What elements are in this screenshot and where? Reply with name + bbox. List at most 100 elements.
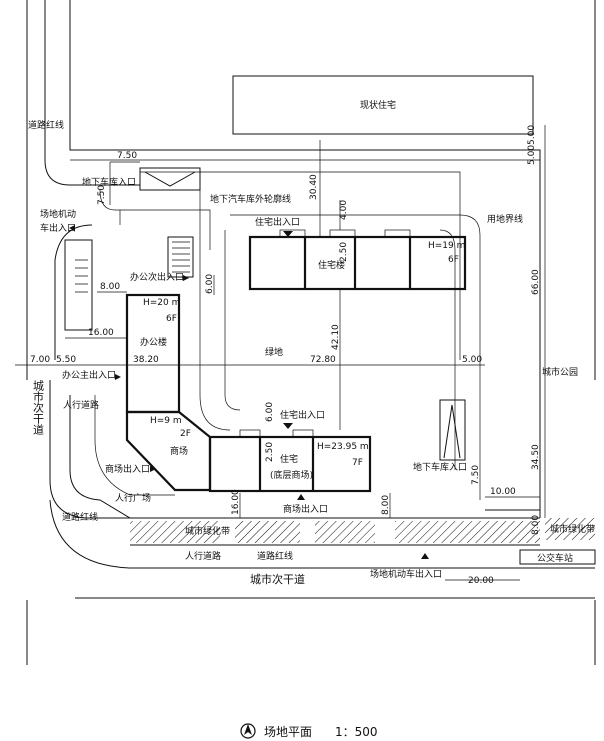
commercial-entry-left: 商场出入口 [105,463,150,475]
road-inner-top [69,0,125,151]
housing-lower-bay [239,429,261,438]
housing-top-floors: 6F [448,255,459,265]
dim-text: 5.00 [527,125,537,145]
housing-entry-bottom: 住宅出入口 [280,409,325,421]
dim-text: 5.00 [462,355,482,365]
office-secondary-entry: 办公次出入口 [130,271,184,283]
dim-text: 34.50 [531,444,541,470]
road-red-line-top: 道路红线 [28,119,64,131]
left-ramp [64,239,93,331]
entry-arrow-icon [115,374,121,380]
city-green-belt-right: 城市绿化带 [550,523,595,535]
garage-entry-bottom: 地下车库入口 [413,461,467,473]
housing-lower-bay [292,429,314,438]
housing-lower-label-1: 住宅 [280,453,298,465]
dim-text: 66.00 [531,269,541,295]
ramp-curve [54,224,93,360]
dim-text: 5.00 [527,145,537,165]
garage-outline-label: 地下汽车库外轮廓线 [210,193,291,205]
housing-top-bay [329,229,356,238]
housing-top-bay [384,229,411,238]
left-ramp-lines [75,259,88,293]
site-boundary-outer [70,149,541,511]
ramp-zigzag [144,171,196,187]
road-red-line-bottom-label: 道路红线 [257,550,293,562]
dim-text: 7.50 [97,185,107,205]
entry-arrow-icon [150,466,156,472]
site-vehicle-entry-bottom: 场地机动车出入口 [370,568,442,580]
entry-arrow-icon [297,494,305,500]
site-vehicle-entry-top: 场地机动 [40,208,76,220]
housing-lower-height: H=23.95 m [317,442,369,452]
north-arrow-icon [240,723,256,739]
pedestrian-road-bottom: 人行道路 [185,550,221,562]
site-boundary-label: 用地界线 [487,213,523,225]
housing-lower-floors: 7F [352,458,363,468]
garage-ramp-bottom [439,399,466,461]
dim-text: 2.50 [265,442,275,462]
dim-text: 2.50 [339,242,349,262]
existing-housing-label: 现状住宅 [360,99,396,111]
office-main-entry: 办公主出入口 [62,369,116,381]
city-secondary-road-bottom: 城市次干道 [250,572,305,586]
entry-arrow-icon [283,423,293,429]
plan-scale: 1：500 [335,725,378,739]
commercial-height: H=9 m [150,416,182,426]
housing-top-building [248,235,467,291]
green-belt-hatch-1 [130,521,220,543]
office-height: H=20 m [143,298,180,308]
dim-text: 8.00 [381,495,391,515]
garage-outline-left [199,172,231,431]
dim-text: 20.00 [468,576,494,586]
dim-text: 4.00 [339,200,349,220]
road-curve-bottom [49,380,130,519]
housing-building-label: 住宅楼 [318,259,345,271]
internal-road-a [99,189,211,250]
office-building-label: 办公楼 [140,336,167,348]
bus-stop-label: 公交车站 [537,552,573,564]
dim-text: 6.00 [205,274,215,294]
dim-text: 38.20 [133,355,159,365]
road-curve-top [44,0,140,186]
entry-arrow-icon [69,225,75,231]
greenland-label: 绿地 [265,346,283,358]
dim-text: 7.50 [471,465,481,485]
plan-title: 场地平面 [264,725,312,739]
housing-lower-label-2: (底层商场) [270,469,313,481]
road-big-curve [49,499,131,569]
bus-stop-box [519,549,596,565]
housing-top-bay [279,229,306,238]
dim-text: 5.50 [56,355,76,365]
dim-text: 16.00 [231,489,241,515]
green-belt-hatch-2 [235,521,300,543]
entry-arrow-icon [183,275,189,281]
commercial-label: 商场 [170,445,188,457]
housing-top-height: H=19 m [428,241,465,251]
road-red-line-left: 道路红线 [62,511,98,523]
dim-text: 6.00 [265,402,275,422]
dim-text: 30.40 [309,174,319,200]
dim-text: 8.00 [100,282,120,292]
garage-entry-top: 地下车库入口 [82,176,136,188]
entry-arrow-icon [283,231,293,237]
dim-text: 10.00 [490,487,516,497]
internal-road-c [230,214,481,500]
dim-text: 7.00 [30,355,50,365]
ramp-zigzag-bottom [443,404,461,459]
green-belt-hatch-4 [395,521,540,543]
green-belt-hatch-right [545,518,595,540]
existing-housing-block [232,75,534,135]
green-belt-hatch-3 [315,521,375,543]
dim-text: 8.00 [531,515,541,535]
housing-lower-building [208,435,372,493]
inner-curb [94,395,175,496]
dim-text: 72.80 [310,355,336,365]
stair-lines [172,241,190,273]
office-floors: 6F [166,314,177,324]
pedestrian-road-left: 人行道路 [63,399,99,411]
office-building [125,293,181,414]
office-stair [167,236,194,278]
garage-ramp-top [139,167,201,191]
entry-arrow-icon [421,553,429,559]
